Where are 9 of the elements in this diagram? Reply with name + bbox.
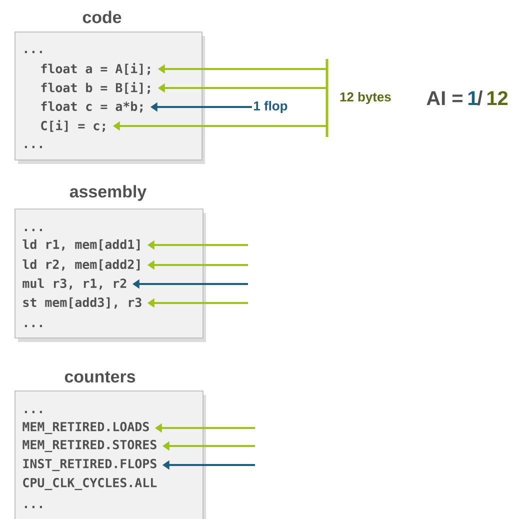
edge-label: 1 flop bbox=[254, 100, 288, 114]
formula-text: 1 bbox=[468, 91, 478, 105]
panel-heading: code bbox=[82, 10, 122, 24]
panel-heading: assembly bbox=[70, 185, 146, 201]
panel-heading: counters bbox=[64, 371, 136, 383]
formula-text: AI = bbox=[426, 91, 462, 105]
formula-text: / bbox=[477, 90, 483, 106]
formula-text: 12 bbox=[487, 91, 508, 105]
bracket-label: 12 bytes bbox=[340, 92, 391, 104]
